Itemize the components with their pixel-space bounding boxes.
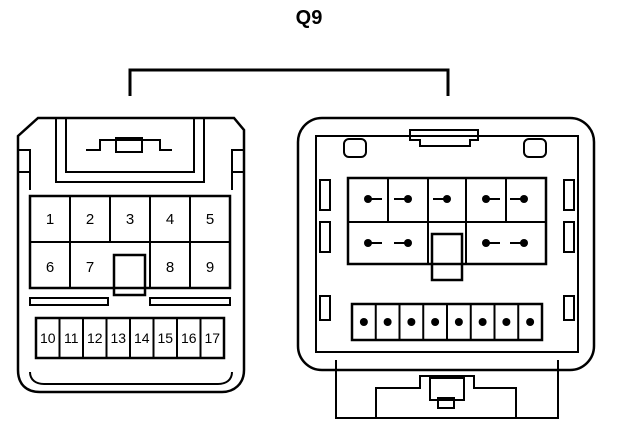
terminal-dot bbox=[364, 195, 372, 203]
pin-label-2: 2 bbox=[86, 211, 94, 228]
top-right-hole bbox=[523, 138, 547, 158]
terminal-dot bbox=[520, 195, 528, 203]
pin-label-9: 9 bbox=[206, 259, 214, 276]
bottom-latch-key bbox=[429, 377, 465, 401]
left-connector-latch bbox=[55, 118, 205, 183]
right-connector-top-key bbox=[409, 129, 479, 147]
terminal-dot bbox=[404, 195, 412, 203]
terminal-dot bbox=[482, 195, 490, 203]
lower-terminal-dot bbox=[383, 318, 392, 326]
left-connector-latch-tab bbox=[86, 139, 172, 151]
lower-terminal-dot bbox=[431, 318, 440, 326]
cavity-key-slot bbox=[430, 232, 464, 282]
right-connector-inner-housing bbox=[315, 135, 579, 353]
pin-label-17: 17 bbox=[204, 330, 220, 346]
pin-label-10: 10 bbox=[40, 330, 56, 346]
pin-label-12: 12 bbox=[87, 330, 103, 346]
pin-label-7: 7 bbox=[86, 259, 94, 276]
lower-terminal-dot bbox=[526, 318, 535, 326]
lower-terminal-dot bbox=[478, 318, 487, 326]
pin-label-1: 1 bbox=[46, 211, 54, 228]
right-connector-housing bbox=[296, 116, 596, 372]
terminal-dot bbox=[404, 239, 412, 247]
lower-terminal-dot bbox=[502, 318, 511, 326]
pin-label-14: 14 bbox=[134, 330, 150, 346]
left-separator-bar bbox=[29, 297, 109, 306]
pin-label-3: 3 bbox=[126, 211, 134, 228]
pin-label-5: 5 bbox=[206, 211, 214, 228]
right-guide-slot-2 bbox=[563, 221, 575, 253]
left-lower-slot bbox=[319, 295, 331, 321]
pin-label-4: 4 bbox=[166, 211, 174, 228]
left-connector-housing bbox=[16, 116, 246, 394]
pin-label-16: 16 bbox=[181, 330, 197, 346]
cavity-grid bbox=[348, 178, 546, 264]
connector-bracket bbox=[128, 68, 450, 96]
left-guide-slot-2 bbox=[319, 221, 331, 253]
terminal-dot bbox=[520, 239, 528, 247]
right-connector-bottom-latch bbox=[335, 360, 559, 419]
left-connector-latch-key bbox=[115, 137, 143, 153]
pin-label-6: 6 bbox=[46, 259, 54, 276]
upper-pin-key-slot bbox=[112, 253, 147, 297]
right-separator-bar bbox=[149, 297, 231, 306]
bottom-latch-tab bbox=[437, 397, 455, 409]
pin-label-8: 8 bbox=[166, 259, 174, 276]
terminal-dot bbox=[364, 239, 372, 247]
pin-label-13: 13 bbox=[110, 330, 126, 346]
left-connector-left-notch bbox=[18, 149, 31, 173]
lower-terminal-dot bbox=[454, 318, 463, 326]
right-guide-slot-1 bbox=[563, 179, 575, 211]
lower-terminal-dot bbox=[407, 318, 416, 326]
pin-label-15: 15 bbox=[157, 330, 173, 346]
top-left-hole bbox=[343, 138, 367, 158]
upper-pin-grid bbox=[30, 196, 230, 288]
right-connector bbox=[296, 116, 596, 419]
left-connector-right-notch bbox=[231, 149, 244, 173]
terminal-dot bbox=[482, 239, 490, 247]
terminal-dot bbox=[443, 195, 451, 203]
left-guide-slot-1 bbox=[319, 179, 331, 211]
lower-terminal-dot bbox=[359, 318, 368, 326]
diagram-title: Q9 bbox=[296, 7, 323, 29]
right-lower-slot bbox=[563, 295, 575, 321]
pin-label-11: 11 bbox=[64, 330, 79, 346]
